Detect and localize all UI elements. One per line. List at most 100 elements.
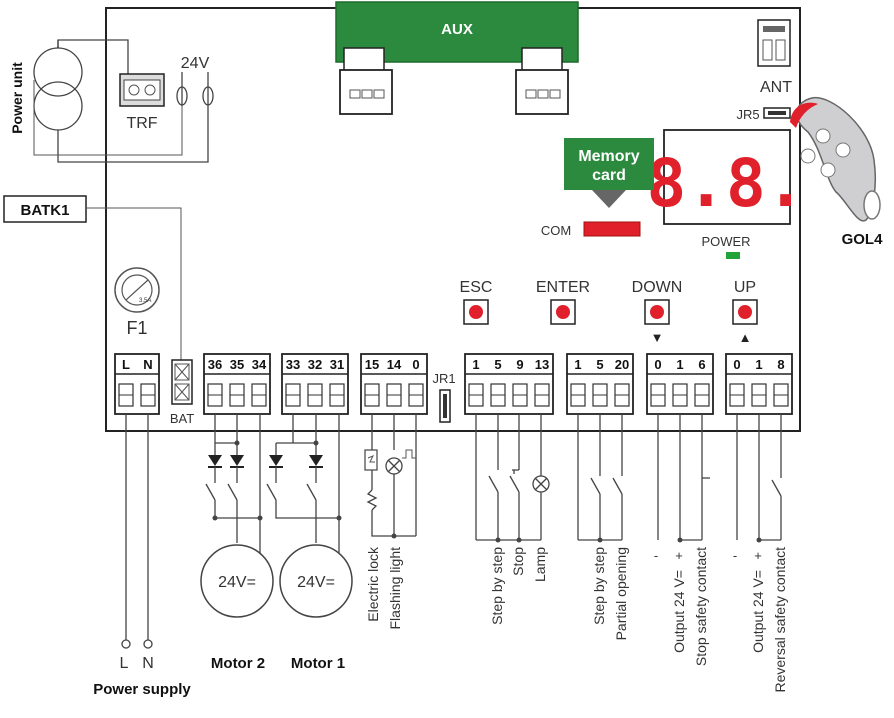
motor2-wiring bbox=[200, 414, 274, 618]
com-connector bbox=[583, 221, 641, 237]
terminal-label: 1 bbox=[472, 357, 479, 372]
stop-label: Stop bbox=[510, 547, 526, 576]
terminal-label: 6 bbox=[698, 357, 705, 372]
step-wiring bbox=[577, 414, 623, 543]
fuse-24v-icon bbox=[176, 72, 214, 106]
aux-module: AUX bbox=[335, 1, 579, 115]
aux-connector-left bbox=[339, 69, 393, 115]
terminal-label: 31 bbox=[330, 357, 344, 372]
step-by-step-label-2: Step by step bbox=[591, 547, 607, 625]
motor1-voltage-label: 24V= bbox=[297, 574, 335, 591]
memory-card-line1: Memory bbox=[578, 148, 639, 165]
gol4-label: GOL4 bbox=[842, 231, 883, 248]
supply-n-label: N bbox=[142, 655, 154, 672]
stop-plus: + bbox=[675, 548, 683, 563]
ant-label: ANT bbox=[760, 79, 792, 96]
power-label: POWER bbox=[701, 234, 750, 249]
reversal-safety-wiring bbox=[736, 414, 782, 543]
terminal-label: 5 bbox=[494, 357, 501, 372]
power-unit: Power unit TRF 24V bbox=[9, 39, 214, 163]
terminal-label: 14 bbox=[387, 357, 402, 372]
lock-light-wiring bbox=[364, 414, 417, 539]
terminal-label: 15 bbox=[365, 357, 379, 372]
terminal-label: 34 bbox=[252, 357, 267, 372]
rev-minus: - bbox=[733, 548, 737, 563]
terminal-block-light: 15 14 0 bbox=[360, 353, 428, 415]
terminal-label: 0 bbox=[412, 357, 419, 372]
terminal-label: N bbox=[143, 357, 152, 372]
remote-gol4-icon bbox=[790, 97, 881, 222]
stop-output-24v-label: Output 24 V= bbox=[671, 570, 687, 653]
terminal-label: 35 bbox=[230, 357, 244, 372]
enter-button[interactable]: ENTER bbox=[536, 279, 590, 325]
terminal-label: 1 bbox=[574, 357, 581, 372]
display-frame bbox=[663, 129, 791, 225]
memory-card-line2: card bbox=[592, 167, 626, 184]
terminal-label: 0 bbox=[654, 357, 661, 372]
terminal-label: 0 bbox=[733, 357, 740, 372]
up-label: UP bbox=[734, 279, 756, 296]
stop-safety-wiring bbox=[657, 414, 710, 543]
esc-label: ESC bbox=[460, 279, 493, 296]
jr1-label: JR1 bbox=[432, 371, 455, 386]
terminal-label: 8 bbox=[777, 357, 784, 372]
voltage-24v-label: 24V bbox=[181, 55, 210, 72]
terminal-label: 13 bbox=[535, 357, 549, 372]
lamp-label: Lamp bbox=[532, 547, 548, 582]
f1-label: F1 bbox=[126, 318, 147, 338]
down-button[interactable]: DOWN ▼ bbox=[632, 279, 683, 345]
electric-lock-label: Electric lock bbox=[365, 546, 381, 622]
trf-label: TRF bbox=[126, 115, 157, 132]
power-unit-label: Power unit bbox=[9, 62, 25, 134]
terminal-label: L bbox=[122, 357, 130, 372]
esc-button[interactable]: ESC bbox=[460, 279, 493, 325]
rev-output-24v-label: Output 24 V= bbox=[750, 570, 766, 653]
com-label: COM bbox=[541, 223, 571, 238]
terminal-label: 9 bbox=[516, 357, 523, 372]
motor2-voltage-label: 24V= bbox=[218, 574, 256, 591]
terminal-block-m2: 36 35 34 bbox=[203, 353, 271, 415]
terminal-label: 33 bbox=[286, 357, 300, 372]
down-label: DOWN bbox=[632, 279, 683, 296]
terminal-label: 32 bbox=[308, 357, 322, 372]
enter-label: ENTER bbox=[536, 279, 590, 296]
partial-opening-label: Partial opening bbox=[613, 547, 629, 640]
motor1-wiring bbox=[266, 414, 353, 618]
inputs-wiring bbox=[475, 414, 550, 543]
batk1-label: BATK1 bbox=[21, 202, 70, 219]
power-supply-wiring bbox=[121, 414, 153, 649]
power-supply-label: Power supply bbox=[93, 681, 191, 698]
up-arrow-icon: ▲ bbox=[739, 330, 752, 345]
terminal-label: 1 bbox=[755, 357, 762, 372]
flashing-light-label: Flashing light bbox=[387, 547, 403, 630]
bat-label: BAT bbox=[170, 411, 194, 426]
jr5-label: JR5 bbox=[736, 107, 759, 122]
terminal-label: 1 bbox=[676, 357, 683, 372]
memory-card: Memory card bbox=[564, 138, 654, 208]
fuse-f1: 3.5A F1 bbox=[114, 267, 160, 338]
aux-label: AUX bbox=[441, 21, 473, 38]
supply-l-label: L bbox=[120, 655, 129, 672]
seven-segment-display: 8.8. bbox=[647, 145, 806, 222]
stop-minus: - bbox=[654, 548, 658, 563]
fuse-rating-label: 3.5A bbox=[139, 298, 151, 304]
stop-safety-contact-label: Stop safety contact bbox=[693, 547, 709, 666]
motor1-label: Motor 1 bbox=[291, 655, 345, 672]
rev-plus: + bbox=[754, 548, 762, 563]
power-led bbox=[726, 252, 740, 259]
down-arrow-icon: ▼ bbox=[651, 330, 664, 345]
aux-connector-right bbox=[515, 69, 569, 115]
terminal-label: 20 bbox=[615, 357, 629, 372]
up-button[interactable]: UP ▲ bbox=[732, 279, 758, 345]
terminal-block-m1: 33 32 31 bbox=[281, 353, 349, 415]
reversal-safety-contact-label: Reversal safety contact bbox=[772, 547, 788, 693]
terminal-label: 36 bbox=[208, 357, 222, 372]
bat-connector: BAT bbox=[170, 359, 194, 426]
